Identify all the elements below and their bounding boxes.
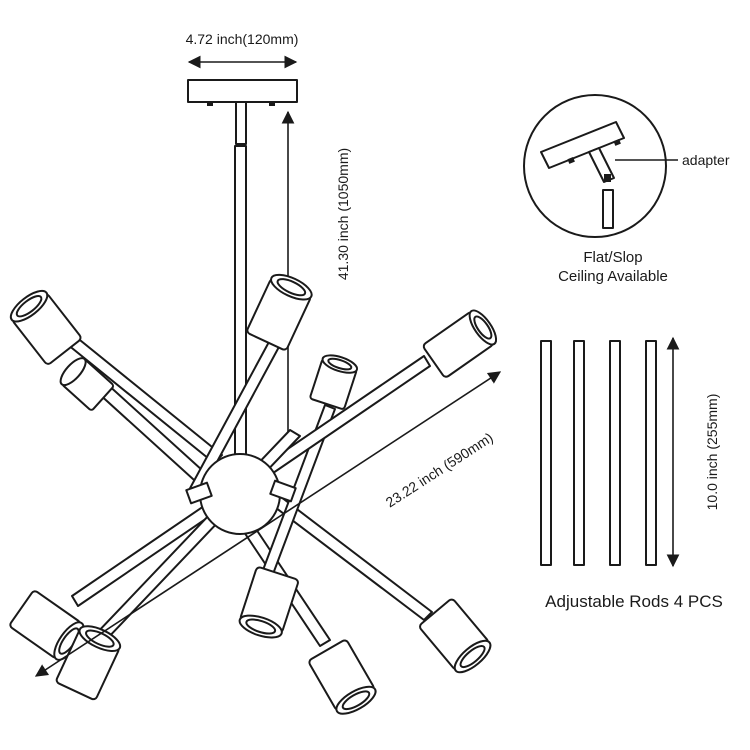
rod-1: [540, 340, 552, 566]
lamp-socket-upper-right: [422, 309, 498, 378]
adapter-rod: [602, 189, 614, 229]
span-label: 23.22 inch (590mm): [383, 429, 496, 510]
adapter-sloped-canopy: [540, 121, 625, 169]
canopy-screw-right: [269, 101, 275, 106]
span-arrow: [34, 371, 502, 677]
rod-length-label: 10.0 inch (255mm): [704, 394, 720, 511]
canopy-screw-left: [207, 101, 213, 106]
ceiling-label-line2: Ceiling Available: [558, 268, 668, 285]
total-height-label: 41.30 inch (1050mm): [335, 148, 351, 280]
rod-4: [645, 340, 657, 566]
adapter-detail: adapter Flat/Slop Ceiling Available: [523, 94, 730, 285]
adapter-swivel: [588, 147, 615, 183]
canopy-plate: [187, 79, 298, 103]
lamp-socket-bottom-middle: [308, 639, 377, 715]
rod-2: [573, 340, 585, 566]
lamp-socket-center-bottom: [238, 566, 299, 639]
canopy-width-dimension: 4.72 inch(120mm): [186, 31, 299, 69]
ceiling-label-line1: Flat/Slop: [583, 249, 642, 266]
lamp-socket-far-left: [9, 289, 82, 365]
adapter-joint: [604, 174, 611, 182]
adapter-detail-circle: [523, 94, 667, 238]
adapter-screw-right: [613, 139, 621, 146]
canopy-width-label: 4.72 inch(120mm): [186, 31, 299, 47]
lamp-socket-center-right: [309, 354, 359, 410]
adapter-screw-left: [567, 157, 575, 164]
adapter-label: adapter: [682, 152, 730, 168]
lamp-socket-top-middle: [246, 273, 313, 351]
adjustable-rods: 10.0 inch (255mm) Adjustable Rods 4 PCS: [540, 336, 723, 611]
downrod-adapter: [235, 101, 247, 145]
rod-3: [609, 340, 621, 566]
rods-caption: Adjustable Rods 4 PCS: [545, 592, 723, 611]
